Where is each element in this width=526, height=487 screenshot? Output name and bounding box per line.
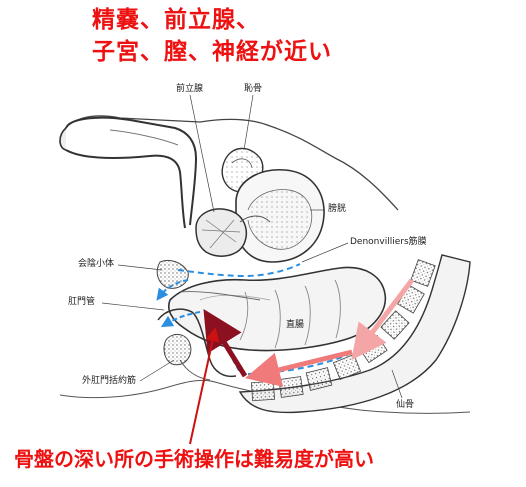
pelvic-floor — [179, 291, 261, 301]
prostate-detail — [201, 219, 241, 249]
sacrum — [238, 254, 471, 414]
skin-outline-posterior — [59, 379, 471, 414]
anal-canal — [157, 308, 237, 378]
dissection-plane-anterior — [177, 263, 301, 278]
penis-lower — [65, 149, 186, 229]
pubic-bone-detail — [231, 158, 253, 169]
glans — [59, 127, 67, 151]
label-prostate: 前立腺 — [176, 84, 204, 94]
skin-outline-anterior — [61, 115, 399, 211]
perineal-body — [156, 259, 189, 289]
bladder-wall — [247, 189, 313, 250]
headline-line-1: 精嚢、前立腺、 — [92, 7, 260, 33]
footer-pointer-arrow — [189, 327, 220, 445]
footer-caption: 骨盤の深い所の手術操作は難易度が高い — [14, 447, 374, 471]
label-leader-lines — [101, 94, 403, 399]
headline-line-2: 子宮、膣、神経が近い — [92, 39, 332, 65]
label-denonvilliers: Denonvilliers筋膜 — [350, 237, 427, 247]
external-anal-sphincter — [163, 334, 192, 366]
rectum — [168, 266, 387, 352]
penis-upper — [65, 116, 198, 226]
seminal-vesicle — [239, 215, 271, 223]
label-sacrum: 仙骨 — [396, 400, 415, 410]
rectal-folds — [239, 279, 341, 349]
label-rectum: 直腸 — [286, 320, 305, 330]
sphincter-lower — [179, 359, 211, 381]
dissection-arrow-lower — [160, 311, 201, 328]
prostate — [195, 208, 248, 257]
surgical-arrow-light — [351, 278, 414, 360]
label-bladder: 膀胱 — [328, 204, 347, 214]
label-anal-canal: 肛門管 — [68, 297, 96, 307]
label-external-sphincter: 外肛門括約筋 — [82, 376, 137, 386]
surgical-arrow-mid — [245, 349, 353, 387]
label-perineal-body: 会陰小体 — [78, 259, 115, 269]
urethra-line — [109, 129, 179, 146]
dissection-arrow-upper — [156, 279, 189, 301]
label-pubis: 恥骨 — [244, 84, 263, 94]
